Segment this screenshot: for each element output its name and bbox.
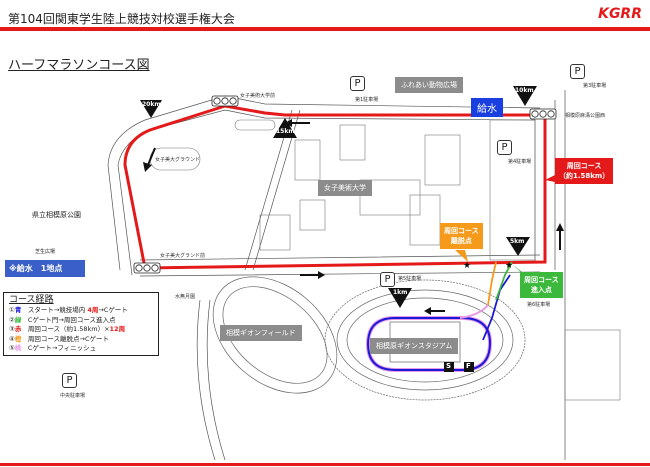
legend-text: Cゲート門→周回コース進入点: [27, 315, 116, 324]
km15-marker: 15km: [276, 128, 295, 135]
legend-item: ②緑 Cゲート門→周回コース進入点: [9, 316, 153, 326]
header-divider: [0, 27, 650, 31]
legend-num: ①: [9, 306, 15, 314]
legend-color: 青: [14, 306, 22, 314]
legend-num: ③: [9, 325, 15, 333]
parking-label: 中央駐車場: [60, 393, 86, 399]
parking-icon: P: [380, 272, 395, 287]
legend-num: ②: [9, 315, 15, 324]
legend-text: →Cゲート: [98, 306, 128, 314]
legend-text: 周回コース（約1.58km）×: [27, 325, 110, 333]
callout-line: （約1.58km）: [559, 172, 610, 180]
place-label: 女子美術大学前: [240, 93, 276, 99]
parking-label: 第1駐車場: [355, 97, 379, 103]
parking-icon: P: [350, 76, 365, 91]
svg-text:★: ★: [505, 261, 513, 271]
entry-point-callout: 周回コース進入点: [520, 272, 563, 298]
callout-line: 周回コース: [566, 162, 602, 170]
legend-text: スタート→競技場内: [27, 306, 86, 314]
zoo-label: ふれあい動物広場: [395, 77, 463, 93]
legend-item: ⑤桃 Cゲート→フィニッシュ: [9, 344, 153, 354]
water-note: ※給水 1地点: [5, 260, 85, 277]
footer-divider: [0, 463, 650, 466]
lawn-label: 芝生広場: [35, 249, 56, 255]
route-orange: [487, 261, 497, 306]
legend-color: 緑: [14, 315, 22, 324]
callout-line: 離脱点: [450, 237, 472, 245]
water-station-badge: 給水: [471, 98, 503, 117]
finish-marker: F: [466, 362, 471, 370]
place-label: 水無月園: [175, 294, 196, 300]
legend-text: Cゲート→フィニッシュ: [27, 344, 97, 352]
route-blue: [482, 274, 511, 341]
legend-num: ④: [9, 334, 15, 343]
parking-label: 第6駐車場: [527, 302, 551, 308]
university-label: 女子美術大学: [318, 180, 372, 196]
park-label: 県立相模原公園: [32, 211, 81, 219]
parking-label: 第5駐車場: [398, 276, 422, 282]
legend-num: ⑤: [9, 344, 15, 352]
parking-icon: P: [497, 140, 512, 155]
exit-point-callout: 周回コース離脱点: [440, 223, 483, 249]
km5-marker: 5km: [510, 238, 525, 245]
legend-color: 桃: [14, 344, 22, 352]
svg-text:★: ★: [463, 261, 471, 271]
km10-marker: 10km: [515, 87, 534, 94]
course-route-legend: コース経路 ①青 スタート→競技場内 4周→Cゲート ②緑 Cゲート門→周回コー…: [3, 292, 159, 356]
field-label: 相模ギオンフィールド: [220, 325, 302, 341]
parking-icon: P: [62, 373, 77, 388]
place-label: 相模原麻溝公園西: [565, 113, 606, 119]
callout-line: 周回コース: [444, 227, 479, 235]
km20-marker: 20km: [142, 101, 161, 108]
loop-course-red: [123, 104, 547, 270]
stadium-label: 相模原ギオンスタジアム: [370, 338, 459, 354]
legend-color: 赤: [14, 325, 22, 333]
legend-title: コース経路: [9, 295, 54, 305]
legend-item: ③赤 周回コース（約1.58km）×12周: [9, 325, 153, 335]
map-title: ハーフマラソンコース図: [8, 58, 150, 73]
legend-color: 橙: [14, 334, 22, 343]
callout-line: 進入点: [530, 286, 552, 294]
parking-label: 第4駐車場: [508, 159, 532, 165]
callout-line: 周回コース: [524, 276, 559, 284]
route-green: [495, 261, 513, 301]
start-marker: S: [446, 362, 452, 370]
logo: KGRR: [598, 6, 642, 22]
legend-highlight: 4周: [87, 306, 99, 314]
parking-label: 第3駐車場: [583, 83, 607, 89]
place-label: 女子美大グランド前: [160, 253, 206, 259]
event-title: 第104回関東学生陸上競技対校選手権大会: [8, 12, 235, 26]
legend-item: ④橙 周回コース離脱点→Cゲート: [9, 335, 153, 345]
legend-highlight: 12周: [109, 325, 126, 333]
km1-marker: 1km: [393, 289, 408, 296]
legend-item: ①青 スタート→競技場内 4周→Cゲート: [9, 306, 153, 316]
place-label: 女子美大グラウンド: [155, 157, 201, 163]
route-pink: [459, 304, 489, 319]
loop-course-callout: 周回コース （約1.58km）: [555, 158, 614, 184]
legend-text: 周回コース離脱点→Cゲート: [27, 334, 109, 343]
parking-icon: P: [570, 64, 585, 79]
